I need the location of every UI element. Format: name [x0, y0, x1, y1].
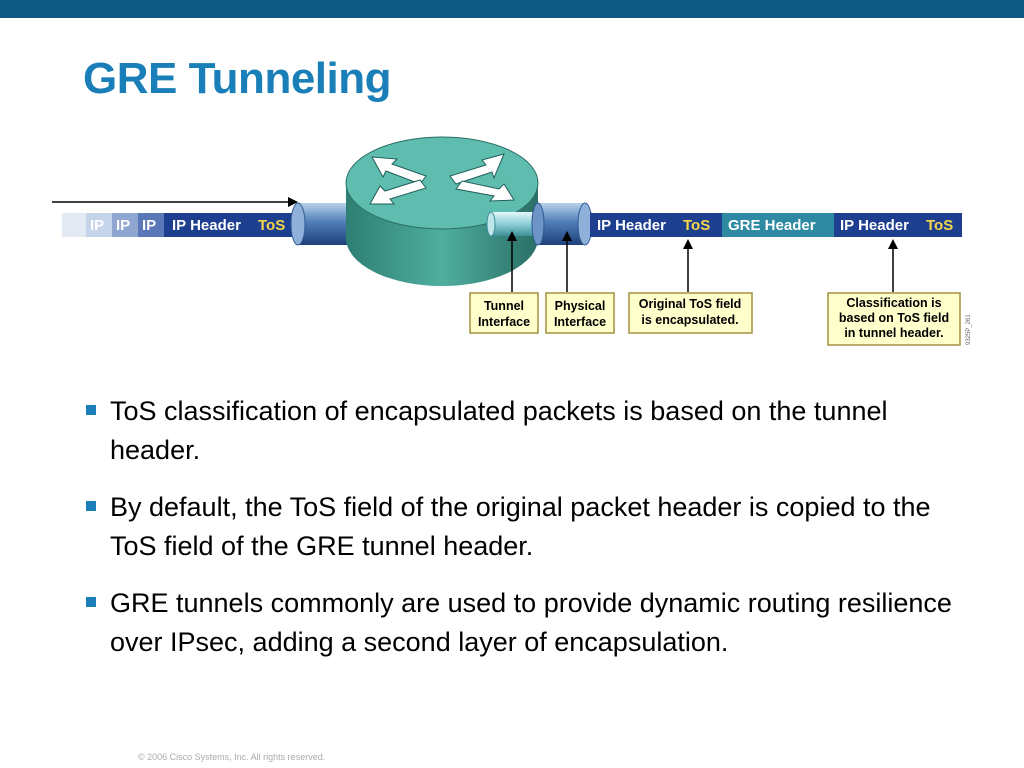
callout-line: Original ToS field — [639, 297, 742, 311]
callout-tunnel-interface: Tunnel Interface — [469, 292, 539, 334]
callout-classification: Classification is based on ToS field in … — [827, 292, 961, 346]
incoming-ghost-packets: IP IP IP — [62, 213, 164, 237]
bullet-text: By default, the ToS field of the origina… — [110, 492, 931, 561]
ghost-label: IP — [142, 217, 156, 234]
callout-line: based on ToS field — [839, 311, 949, 325]
bullet-item: ToS classification of encapsulated packe… — [86, 392, 966, 470]
outer-tos-label: ToS — [926, 217, 953, 234]
callout-physical-interface: Physical Interface — [545, 292, 615, 334]
figure-id: 9325P_261 — [966, 314, 972, 345]
bullet-marker-icon — [86, 405, 96, 415]
top-bar — [0, 0, 1024, 18]
bullet-marker-icon — [86, 501, 96, 511]
router-icon — [345, 136, 539, 286]
bullet-text: ToS classification of encapsulated packe… — [110, 396, 888, 465]
ghost-label: IP — [116, 217, 130, 234]
callout-original-tos: Original ToS field is encapsulated. — [628, 292, 753, 334]
callout-line: Interface — [554, 315, 606, 329]
incoming-packet: IP Header ToS — [164, 213, 296, 237]
tunnel-interface-pipe — [486, 211, 538, 237]
callout-line: Tunnel — [484, 299, 524, 313]
incoming-tos-label: ToS — [258, 217, 285, 234]
callout-line: is encapsulated. — [641, 313, 738, 327]
gre-tunnel-diagram: IP IP IP IP Header ToS — [52, 136, 972, 346]
bullet-item: By default, the ToS field of the origina… — [86, 488, 966, 566]
callout-line: in tunnel header. — [844, 326, 943, 340]
gre-header-label: GRE Header — [728, 217, 816, 234]
bullet-text: GRE tunnels commonly are used to provide… — [110, 588, 952, 657]
bullet-marker-icon — [86, 597, 96, 607]
outer-ip-header-label: IP Header — [840, 217, 909, 234]
callout-line: Interface — [478, 315, 530, 329]
bullet-item: GRE tunnels commonly are used to provide… — [86, 584, 966, 662]
bullet-list: ToS classification of encapsulated packe… — [86, 392, 966, 680]
inner-ip-header-label: IP Header — [597, 217, 666, 234]
callout-line: Classification is — [846, 296, 941, 310]
physical-interface-pipe — [531, 202, 593, 246]
slide-title: GRE Tunneling — [83, 54, 392, 103]
copyright-footer: © 2006 Cisco Systems, Inc. All rights re… — [138, 752, 326, 762]
outgoing-packet: IP Header ToS GRE Header IP Header ToS — [590, 213, 962, 237]
ghost-label: IP — [90, 217, 104, 234]
callout-line: Physical — [555, 299, 606, 313]
inner-tos-label: ToS — [683, 217, 710, 234]
incoming-ip-header-label: IP Header — [172, 217, 241, 234]
